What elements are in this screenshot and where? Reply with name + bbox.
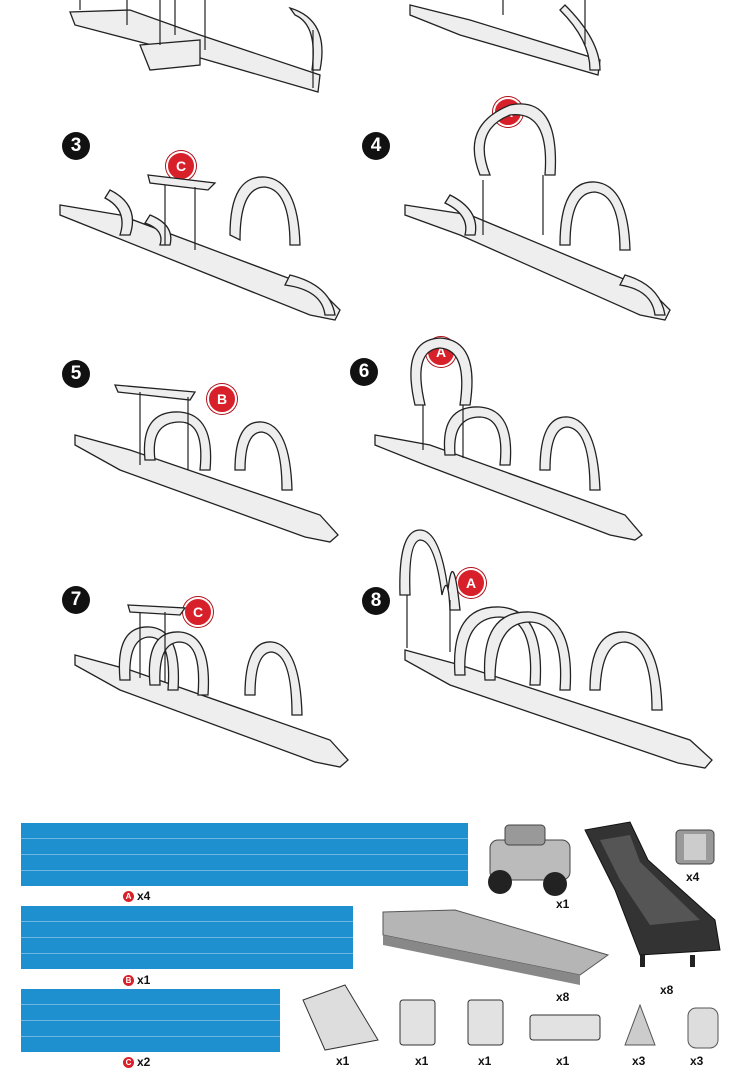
spool-icon xyxy=(688,1008,718,1048)
qty-car: x1 xyxy=(556,897,569,911)
cone-post-icon xyxy=(625,1005,655,1045)
chevron-pad-icons xyxy=(400,1000,600,1045)
qty-chevron-pad-2: x1 xyxy=(478,1054,491,1068)
qty-chevron-pad-1: x1 xyxy=(415,1054,428,1068)
base-plate-icon xyxy=(383,910,608,985)
qty-spool: x3 xyxy=(690,1054,703,1068)
qty-ramp-block: x1 xyxy=(336,1054,349,1068)
car-icon xyxy=(488,825,570,896)
qty-chevron-pad-3: x1 xyxy=(556,1054,569,1068)
qty-launch-ramp: x8 xyxy=(660,983,673,997)
qty-cone-post: x3 xyxy=(632,1054,645,1068)
ramp-block-icon xyxy=(303,985,378,1050)
qty-connector-cube: x4 xyxy=(686,870,699,884)
qty-base-plate: x8 xyxy=(556,990,569,1004)
connector-cube-icon xyxy=(676,830,714,864)
